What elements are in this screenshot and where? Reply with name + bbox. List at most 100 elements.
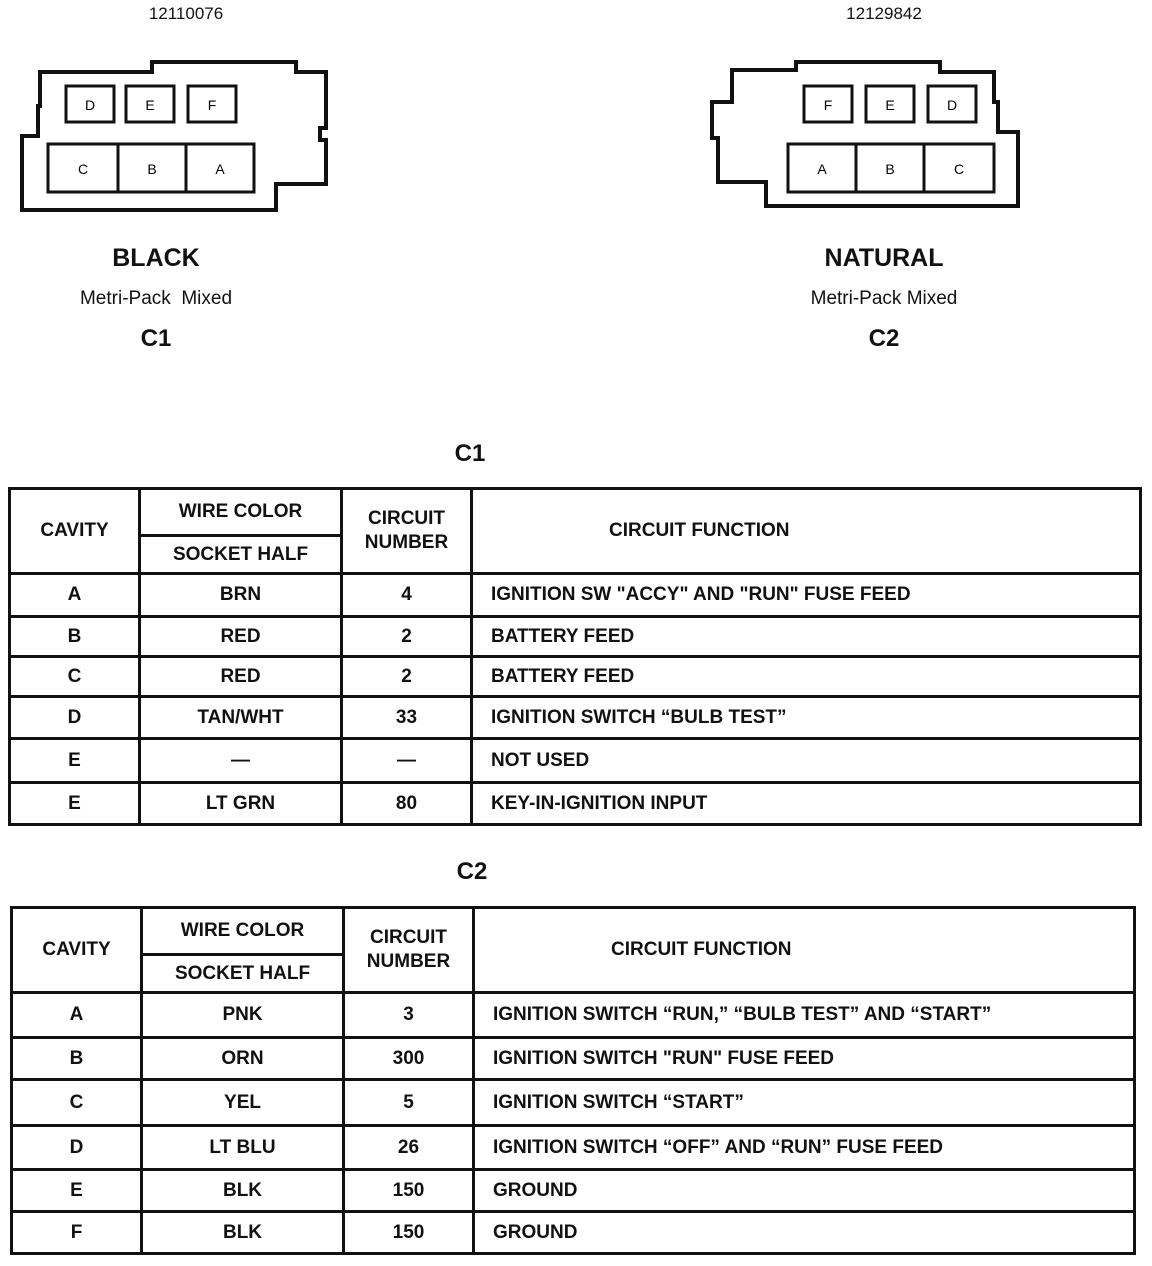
- circuit-number-cell: 5: [342, 1078, 475, 1127]
- circuit-number-cell: 2: [340, 655, 473, 698]
- circuit-number-cell: 300: [342, 1036, 475, 1081]
- cavity-cell: D: [8, 695, 141, 740]
- cavity-cell: D: [10, 1124, 143, 1171]
- c2-cavity-label: D: [947, 97, 957, 113]
- wire-color-cell: RED: [138, 655, 343, 698]
- c2-cavity-label: B: [885, 161, 894, 177]
- circuit-function-cell: IGNITION SWITCH “BULB TEST”: [470, 695, 1142, 740]
- wire-color-cell: BLK: [140, 1210, 345, 1255]
- c2-cavity-label: E: [885, 97, 894, 113]
- wire-color-cell: LT GRN: [138, 781, 343, 826]
- circuit-number-cell: 150: [342, 1168, 475, 1213]
- c2-connector-id: C2: [868, 325, 900, 352]
- wire-color-cell: RED: [138, 615, 343, 658]
- cavity-cell: F: [10, 1210, 143, 1255]
- table-row: D TAN/WHT 33 IGNITION SWITCH “BULB TEST”: [8, 695, 1142, 740]
- circuit-number-cell: 3: [342, 991, 475, 1039]
- cavity-cell: C: [10, 1078, 143, 1127]
- socket-half-header: SOCKET HALF: [138, 534, 343, 575]
- table-row: E LT GRN 80 KEY-IN-IGNITION INPUT: [8, 781, 1142, 826]
- circuit-function-cell: BATTERY FEED: [470, 655, 1142, 698]
- c1-bottom-cavities: C B A: [46, 142, 256, 194]
- wire-color-cell: BLK: [140, 1168, 345, 1213]
- circuit-function-header: CIRCUIT FUNCTION: [472, 906, 1136, 994]
- c2-connector-type: Metri-Pack Mixed: [810, 288, 958, 309]
- c1-connector-outline: [20, 60, 328, 212]
- wire-color-cell: —: [138, 737, 343, 784]
- circuit-number-cell: 80: [340, 781, 473, 826]
- c1-cavity-label: B: [147, 161, 156, 177]
- wire-color-cell: ORN: [140, 1036, 345, 1081]
- table-row: C RED 2 BATTERY FEED: [8, 655, 1142, 698]
- circuit-number-cell: 150: [342, 1210, 475, 1255]
- wire-color-header: WIRE COLOR: [140, 906, 345, 956]
- wire-color-cell: LT BLU: [140, 1124, 345, 1171]
- table-row: A BRN 4 IGNITION SW "ACCY" AND "RUN" FUS…: [8, 572, 1142, 618]
- c1-cavity-label: F: [208, 97, 217, 113]
- c1-cavity-label: C: [78, 161, 88, 177]
- c1-connector-color: BLACK: [112, 244, 200, 272]
- circuit-function-cell: GROUND: [472, 1210, 1136, 1255]
- circuit-function-cell: IGNITION SWITCH "RUN" FUSE FEED: [472, 1036, 1136, 1081]
- c2-cavity-label: A: [817, 161, 827, 177]
- wire-color-header: WIRE COLOR: [138, 487, 343, 537]
- c1-table-title: C1: [454, 440, 486, 467]
- wire-color-cell: BRN: [138, 572, 343, 618]
- cavity-cell: C: [8, 655, 141, 698]
- circuit-function-cell: IGNITION SWITCH “OFF” AND “RUN” FUSE FEE…: [472, 1124, 1136, 1171]
- socket-half-header: SOCKET HALF: [140, 953, 345, 994]
- c2-table-title: C2: [456, 858, 488, 885]
- circuit-function-cell: BATTERY FEED: [470, 615, 1142, 658]
- cavity-header: CAVITY: [8, 487, 141, 575]
- c2-bottom-cavities: A B C: [786, 142, 996, 194]
- circuit-function-cell: IGNITION SWITCH “START”: [472, 1078, 1136, 1127]
- cavity-cell: E: [8, 737, 141, 784]
- circuit-number-cell: 33: [340, 695, 473, 740]
- c2-connector-outline: [710, 60, 1020, 208]
- cavity-cell: A: [8, 572, 141, 618]
- cavity-header: CAVITY: [10, 906, 143, 994]
- c2-part-number: 12129842: [846, 4, 922, 23]
- wire-color-cell: YEL: [140, 1078, 345, 1127]
- circuit-number-cell: 4: [340, 572, 473, 618]
- cavity-cell: E: [10, 1168, 143, 1213]
- circuit-function-cell: IGNITION SWITCH “RUN,” “BULB TEST” AND “…: [472, 991, 1136, 1039]
- table-row: E BLK 150 GROUND: [10, 1168, 1136, 1213]
- circuit-number-cell: —: [340, 737, 473, 784]
- circuit-function-cell: GROUND: [472, 1168, 1136, 1213]
- c2-cavity-label: F: [824, 97, 833, 113]
- wire-color-cell: PNK: [140, 991, 345, 1039]
- table-row: F BLK 150 GROUND: [10, 1210, 1136, 1255]
- cavity-cell: E: [8, 781, 141, 826]
- circuit-function-cell: NOT USED: [470, 737, 1142, 784]
- table-row: B RED 2 BATTERY FEED: [8, 615, 1142, 658]
- c2-top-cavities: F E D: [802, 84, 978, 124]
- table-row: D LT BLU 26 IGNITION SWITCH “OFF” AND “R…: [10, 1124, 1136, 1171]
- table-row: C YEL 5 IGNITION SWITCH “START”: [10, 1078, 1136, 1127]
- c1-top-cavities: D E F: [64, 84, 238, 124]
- c2-connector-color: NATURAL: [824, 244, 944, 272]
- c2-cavity-label: C: [954, 161, 964, 177]
- cavity-cell: A: [10, 991, 143, 1039]
- circuit-function-cell: IGNITION SW "ACCY" AND "RUN" FUSE FEED: [470, 572, 1142, 618]
- c1-cavity-label: D: [85, 97, 95, 113]
- c1-connector-type: Metri-Pack Mixed: [79, 288, 233, 309]
- c1-connector-id: C1: [140, 325, 172, 352]
- wire-color-cell: TAN/WHT: [138, 695, 343, 740]
- c1-part-number: 12110076: [148, 4, 224, 23]
- circuit-number-cell: 2: [340, 615, 473, 658]
- c2-connector-face-diagram: F E D A B C: [710, 60, 1020, 208]
- circuit-function-header: CIRCUIT FUNCTION: [470, 487, 1142, 575]
- circuit-function-cell: KEY-IN-IGNITION INPUT: [470, 781, 1142, 826]
- c1-cavity-label: A: [215, 161, 225, 177]
- cavity-cell: B: [8, 615, 141, 658]
- table-row: A PNK 3 IGNITION SWITCH “RUN,” “BULB TES…: [10, 991, 1136, 1039]
- c1-connector-face-diagram: D E F C B A: [20, 60, 328, 212]
- table-row: B ORN 300 IGNITION SWITCH "RUN" FUSE FEE…: [10, 1036, 1136, 1081]
- c1-cavity-label: E: [145, 97, 154, 113]
- circuit-number-cell: 26: [342, 1124, 475, 1171]
